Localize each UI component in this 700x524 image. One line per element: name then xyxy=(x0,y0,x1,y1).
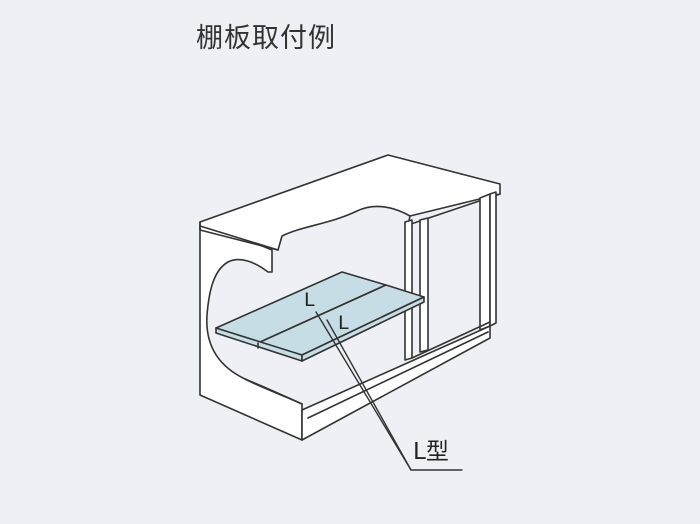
leader-line-right xyxy=(326,319,463,471)
top-panel xyxy=(199,154,501,251)
bottom-rail-line xyxy=(307,331,489,419)
leader-line-left xyxy=(315,311,412,471)
shelf-label-right: L xyxy=(338,312,349,334)
right-leg-front xyxy=(489,191,497,327)
inner-floor-line xyxy=(244,378,303,405)
back-post-inner xyxy=(419,217,429,353)
inner-floor-back xyxy=(411,321,491,359)
shelf-label-left: L xyxy=(304,289,315,311)
back-post-left xyxy=(404,219,413,361)
shelf-side-edge xyxy=(301,296,425,362)
callout-label: L型 xyxy=(413,439,449,465)
page-title: 棚板取付例 xyxy=(196,23,336,54)
top-panel-front-edge xyxy=(199,221,279,251)
right-leg xyxy=(479,193,491,331)
bottom-rail xyxy=(301,325,491,441)
